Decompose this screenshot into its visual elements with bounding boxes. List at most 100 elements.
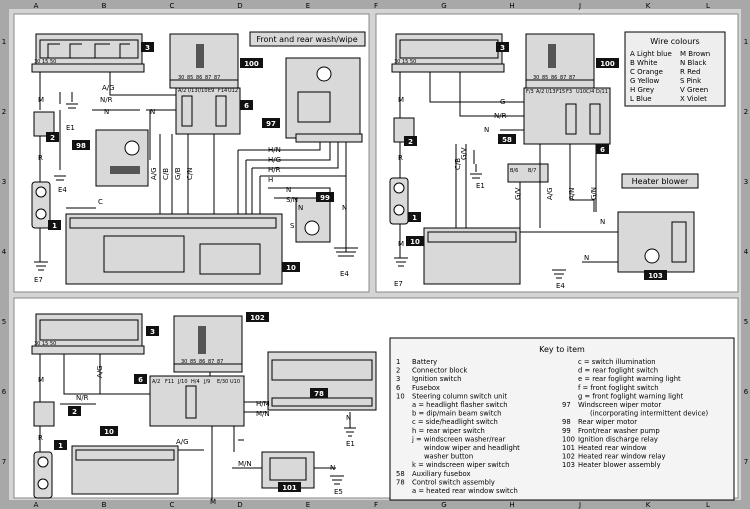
grid-col-C-bottom: C xyxy=(170,501,175,509)
key-right-item: (incorporating intermittent device) xyxy=(590,410,709,418)
grid-row-6: 6 xyxy=(2,388,7,396)
wire-label-tr-1: R xyxy=(398,154,403,162)
wire-label-b-10: N xyxy=(330,464,335,472)
wire-label-tr-7: G/V xyxy=(514,187,522,200)
key-left-item: window wiper and headlight xyxy=(424,444,520,452)
key-right-item: Heater blower assembly xyxy=(578,461,661,469)
wire-label-tl-1: N/R xyxy=(100,96,113,104)
tl-fuse-pin-5: U12 xyxy=(228,88,238,94)
tag-tl_col xyxy=(282,262,300,272)
grid-row-4-right: 4 xyxy=(744,248,749,256)
key-left-num: 6 xyxy=(396,384,400,392)
key-right-item: d = rear foglight switch xyxy=(578,367,658,375)
tr-aux-pin-0: B/6 xyxy=(510,168,518,174)
b-fuse-pin-2: J/10 xyxy=(177,379,188,385)
grid-row-7: 7 xyxy=(2,458,6,466)
key-right-item: Heated rear window relay xyxy=(578,453,666,461)
grid-col-L: L xyxy=(706,2,710,10)
wire-colours-title: Wire colours xyxy=(650,37,699,46)
wire-label-tr-9: A/N xyxy=(568,188,576,200)
key-left-num: 2 xyxy=(396,367,400,375)
key-left-item: a = headlight flasher switch xyxy=(412,401,508,409)
tl-relay-pin-0: 30 xyxy=(178,75,184,81)
wire-colour-L: L Blue xyxy=(630,95,652,103)
wire-label-tl-7: C/B xyxy=(162,168,170,180)
tag-tr_fuse xyxy=(596,144,609,154)
grid-col-B-bottom: B xyxy=(102,501,107,509)
grid-col-G-bottom: G xyxy=(441,501,446,509)
tr-circuit xyxy=(389,33,695,285)
wire-label-tl-6: A/G xyxy=(150,167,158,180)
wire-label-b-6: A/G xyxy=(176,438,189,446)
wire-label-tl-19: S xyxy=(290,222,295,230)
tag-tl_batt xyxy=(48,220,61,230)
grid-col-F: F xyxy=(374,2,378,10)
wire-colour-R: R Red xyxy=(680,68,700,76)
b-relay-pin-3: 87 xyxy=(208,359,214,365)
wire-label-tr-10: G/N xyxy=(590,187,598,200)
wire-label-tr-12: N xyxy=(584,254,589,262)
grid-row-3: 3 xyxy=(2,178,6,186)
wire-label-b-5: M/N xyxy=(256,410,270,418)
grid-col-E-bottom: E xyxy=(306,501,310,509)
key-left-item: h = rear wiper switch xyxy=(412,427,485,435)
grid-col-F-bottom: F xyxy=(374,501,378,509)
b-relay-pin-4: 87 xyxy=(217,359,223,365)
tr-fuse-pin-3: F15 xyxy=(556,89,565,95)
tag-tl_rearmotor-label: 98 xyxy=(76,142,86,150)
tl-ign-pin-2: 50 xyxy=(50,59,56,65)
heater-title: Heater blower xyxy=(632,177,689,186)
wire-label-tr-6: G/V xyxy=(460,147,468,160)
key-left-num: 78 xyxy=(396,478,405,486)
grid-col-D-bottom: D xyxy=(237,501,242,509)
tag-tr_batt-label: 1 xyxy=(412,214,417,222)
key-left-item: a = heated rear window switch xyxy=(412,487,518,495)
wire-label-tr-8: A/G xyxy=(546,187,554,200)
tag-b_ign-label: 3 xyxy=(150,328,155,336)
tag-tl_pump-label: 99 xyxy=(320,194,330,202)
tr-relay-pin-0: 30 xyxy=(533,75,539,81)
tag-tr_col-label: 10 xyxy=(410,238,420,246)
tl-fuse-pin-1: I/13 xyxy=(188,88,198,94)
tag-tr_conn-label: 2 xyxy=(408,138,413,146)
tl-ign-pin-1: 15 xyxy=(42,59,48,65)
b-fuse-pin-3: H/4 xyxy=(191,379,200,385)
grid-row-2-right: 2 xyxy=(744,108,748,116)
wire-colour-H: H Grey xyxy=(630,86,654,94)
wire-label-tr-5: C/B xyxy=(454,158,462,170)
tr-fuse-pin-1: A/2 xyxy=(536,89,544,95)
key-right-item: Windscreen wiper motor xyxy=(578,401,661,409)
wire-label-tr-4: N xyxy=(484,126,489,134)
wire-label-b-4: H/M xyxy=(256,400,270,408)
tr-ign-pin-1: 15 xyxy=(402,59,408,65)
tl-relay-pin-4: 87 xyxy=(214,75,220,81)
grid-col-A-bottom: A xyxy=(34,501,39,509)
grid-col-E: E xyxy=(306,2,310,10)
tag-b_hrw-label: 101 xyxy=(282,484,297,492)
tag-tl_wiper xyxy=(262,118,280,128)
key-left-num: 1 xyxy=(396,358,400,366)
tag-b_ctrl xyxy=(310,388,328,398)
earth-tl_e1: E1 xyxy=(66,124,75,132)
key-right-item: c = switch illumination xyxy=(578,358,656,366)
key-right-num: 98 xyxy=(562,418,571,426)
wire-label-tl-17: N xyxy=(342,204,347,212)
key-right-item: e = rear foglight warning light xyxy=(578,375,681,383)
wire-label-b-1: R xyxy=(38,434,43,442)
tr-fuse-pin-7: D/11 xyxy=(596,89,608,95)
tr-aux-pin-1: B/7 xyxy=(528,168,536,174)
tag-tl_relay xyxy=(240,58,263,68)
tr-ign-pin-0: 30 xyxy=(394,59,400,65)
grid-row-3-right: 3 xyxy=(744,178,748,186)
tag-tr_relay xyxy=(596,58,619,68)
earth-b_e5: E5 xyxy=(334,488,343,496)
key-left-item: washer button xyxy=(424,453,473,461)
b-ign-pin-0: 30 xyxy=(34,341,40,347)
key-left-item: Ignition switch xyxy=(412,375,461,383)
